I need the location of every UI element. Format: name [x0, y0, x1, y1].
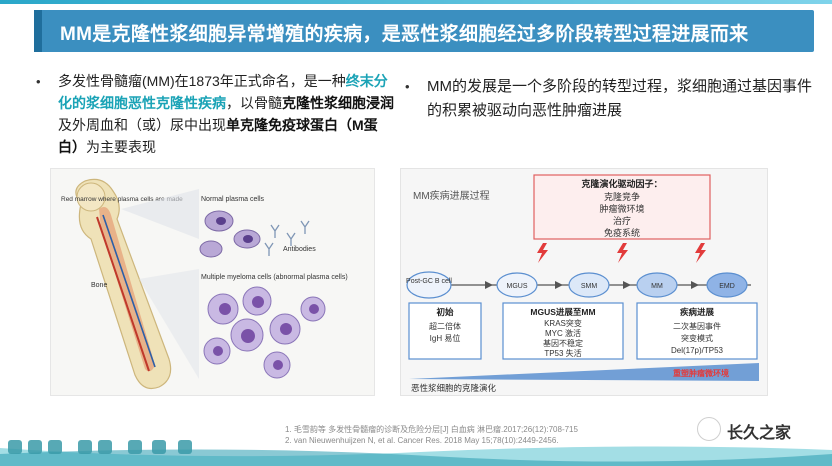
next-slide-icon[interactable] [48, 440, 62, 454]
settings-icon[interactable] [178, 440, 192, 454]
stage-node-smm: SMM [568, 272, 610, 298]
stage-label: Post-GC B cell [406, 278, 452, 285]
mm-progression-figure: MM疾病进展过程 克隆演化驱动因子： 克隆竞争 肿瘤微环境 治疗 免疫系统 Po… [400, 168, 768, 396]
reference-item: 1. 毛雪韵等 多发性骨髓瘤的诊断及危险分层[J] 白血病 淋巴瘤.2017;2… [285, 425, 578, 434]
wechat-logo-icon [697, 417, 721, 441]
driver-item: 治疗 [613, 215, 631, 226]
fit-screen-icon[interactable] [78, 440, 92, 454]
stage-box-initial [408, 302, 482, 360]
label-normal-cells: Normal plasma cells [201, 196, 265, 203]
left-bold-2: 单克隆免疫球蛋白（M蛋白） [58, 117, 378, 155]
artery-line [96, 216, 150, 372]
label-antibodies: Antibodies [283, 246, 316, 253]
left-text-4: 为主要表现 [86, 139, 156, 155]
reference-item: 2. van Nieuwenhuijzen N, et al. Cancer R… [285, 436, 559, 445]
bone-marrow-figure: Red marrow where plasma cells are made B… [50, 168, 375, 396]
camera-icon[interactable] [98, 440, 112, 454]
lightning-icons [537, 243, 706, 263]
box-item: MYC 激活 [545, 328, 581, 338]
box-item: 超二倍体 [429, 321, 461, 331]
antibody-icons [264, 220, 310, 256]
right-paragraph: MM的发展是一个多阶段的转型过程，浆细胞通过基因事件的积累被驱动向恶性肿瘤进展 [427, 78, 812, 119]
box-title: MGUS进展至MM [530, 307, 595, 317]
stage-box-progression [636, 302, 758, 360]
stage-node-mm: MM [636, 272, 678, 298]
prev-slide-icon[interactable] [28, 440, 42, 454]
wedge-label: 重塑肿瘤微环境 [673, 368, 729, 378]
stage-arrows [485, 281, 699, 289]
box-item: 基因不稳定 [543, 338, 583, 348]
box-item: KRAS突变 [544, 318, 582, 328]
zoom-wedge-top [121, 189, 199, 239]
title-bar: MM是克隆性浆细胞异常增殖的疾病，是恶性浆细胞经过多阶段转型过程进展而来 [34, 10, 814, 52]
box-item: 突变模式 [681, 333, 713, 343]
play-icon[interactable] [8, 440, 22, 454]
driver-item: 免疫系统 [604, 227, 640, 238]
bottom-wave [0, 446, 832, 466]
stage-label: SMM [581, 283, 598, 290]
bullet-marker: • [36, 74, 41, 89]
stage-label: MGUS [507, 283, 528, 290]
left-text-3: 及外周血和（或）尿中出现 [58, 117, 226, 133]
cell-nucleus [243, 235, 253, 243]
stage-box-mgus-to-mm [502, 302, 624, 360]
left-text-2: ，以骨髓 [226, 95, 282, 111]
bone-marrow-illustration: Red marrow where plasma cells are made B… [61, 178, 348, 390]
cell-nucleus [216, 217, 226, 225]
references: 1. 毛雪韵等 多发性骨髓瘤的诊断及危险分层[J] 白血病 淋巴瘤.2017;2… [285, 424, 578, 446]
left-paragraph: 多发性骨髓瘤(MM)在1873年正式命名，是一种终末分化的浆细胞恶性克隆性疾病，… [58, 70, 396, 158]
comment-icon[interactable] [128, 440, 142, 454]
driver-item: 克隆竞争 [604, 191, 640, 202]
grid-icon[interactable] [152, 440, 166, 454]
stage-node-mgus: MGUS [496, 272, 538, 298]
stage-label: MM [651, 283, 663, 290]
stage-node-postgc: Post-GC B cell [406, 271, 452, 299]
box-item: TP53 失活 [544, 348, 581, 358]
box-item: 二次基因事件 [673, 321, 721, 331]
box-item: Del(17p)/TP53 [671, 346, 724, 355]
bullet-marker: • [405, 79, 410, 94]
bone-head [76, 182, 106, 212]
driver-title: 克隆演化驱动因子： [581, 178, 662, 189]
diagram-footer: 恶性浆细胞的克隆演化 [411, 383, 497, 393]
watermark: 长久之家 [697, 416, 825, 442]
presentation-toolbar [0, 428, 210, 466]
label-bone: Bone [91, 282, 107, 289]
diagram-heading: MM疾病进展过程 [413, 189, 490, 202]
watermark-text: 长久之家 [727, 425, 792, 442]
label-myeloma-cells: Multiple myeloma cells (abnormal plasma … [201, 274, 348, 281]
driver-box [533, 174, 711, 240]
box-title: 初始 [436, 307, 454, 317]
evolution-wedge [409, 363, 759, 381]
left-highlight: 终末分化的浆细胞恶性克隆性疾病 [58, 73, 388, 111]
box-title: 疾病进展 [680, 307, 715, 317]
marrow-shape [99, 207, 155, 372]
left-bold-1: 克隆性浆细胞浸润 [282, 95, 394, 111]
mm-progression-diagram: MM疾病进展过程 克隆演化驱动因子： 克隆竞争 肿瘤微环境 治疗 免疫系统 Po… [406, 174, 759, 393]
stage-label: EMD [719, 283, 735, 290]
left-text-1: 多发性骨髓瘤(MM)在1873年正式命名，是一种 [58, 73, 346, 89]
zoom-wedge-bottom [139, 269, 199, 379]
slide-title: MM是克隆性浆细胞异常增殖的疾病，是恶性浆细胞经过多阶段转型过程进展而来 [60, 24, 749, 45]
stage-node-emd: EMD [706, 272, 748, 298]
normal-cell [199, 240, 223, 258]
box-item: IgH 易位 [430, 333, 461, 343]
myeloma-cells [203, 286, 326, 379]
title-accent [34, 10, 42, 52]
vein-line [102, 214, 156, 368]
top-accent-strip [0, 0, 832, 4]
label-red-marrow: Red marrow where plasma cells are made [61, 196, 183, 203]
driver-item: 肿瘤微环境 [599, 203, 644, 214]
